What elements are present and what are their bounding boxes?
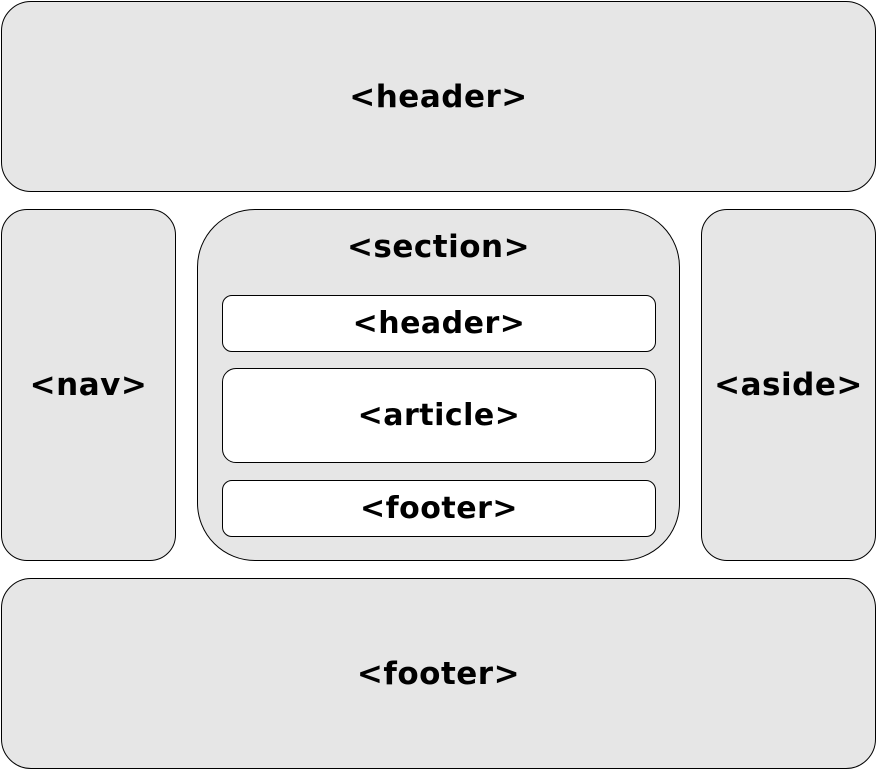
section-header-block: <header> xyxy=(222,295,656,352)
page-footer-label: <footer> xyxy=(356,655,521,692)
section-article-block: <article> xyxy=(222,368,656,463)
page-header-label: <header> xyxy=(349,78,528,115)
page-header-block: <header> xyxy=(1,1,876,192)
aside-label: <aside> xyxy=(714,367,863,403)
nav-block: <nav> xyxy=(1,209,176,561)
section-article-label: <article> xyxy=(357,398,521,433)
nav-label: <nav> xyxy=(29,367,148,403)
aside-block: <aside> xyxy=(701,209,876,561)
section-footer-label: <footer> xyxy=(359,491,519,526)
section-header-label: <header> xyxy=(352,306,526,341)
page-footer-block: <footer> xyxy=(1,578,876,769)
section-footer-block: <footer> xyxy=(222,480,656,537)
section-label: <section> xyxy=(346,229,531,265)
